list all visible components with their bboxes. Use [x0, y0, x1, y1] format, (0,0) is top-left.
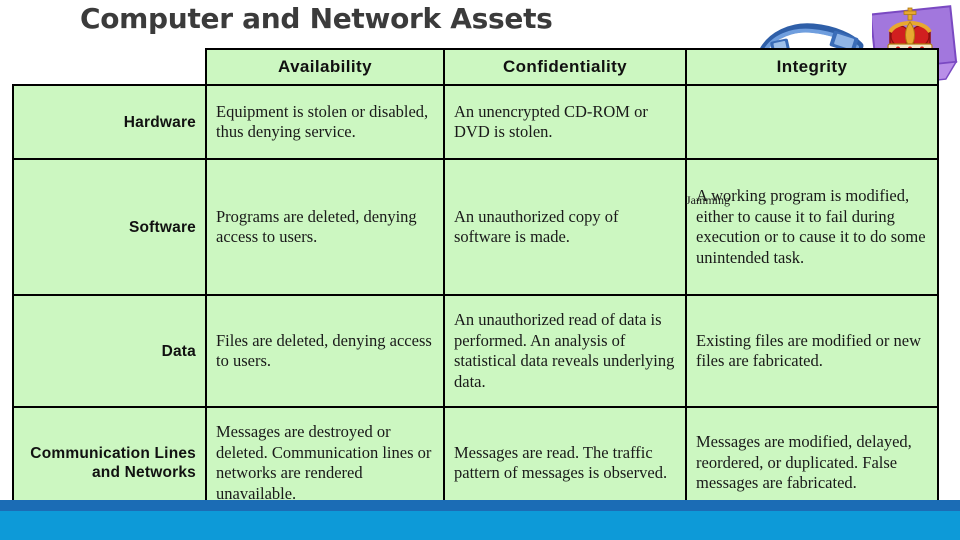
column-header-confidentiality: Confidentiality	[443, 48, 687, 86]
footer-bar	[0, 511, 960, 540]
cell-hardware-availability: Equipment is stolen or disabled, thus de…	[205, 84, 445, 160]
footer-accent-bar	[0, 500, 960, 511]
row-header-data: Data	[12, 294, 207, 408]
cell-hardware-confidentiality: An unencrypted CD-ROM or DVD is stolen.	[443, 84, 687, 160]
cell-data-availability: Files are deleted, denying access to use…	[205, 294, 445, 408]
table-body: Hardware Equipment is stolen or disabled…	[12, 84, 939, 520]
cell-data-confidentiality: An unauthorized read of data is performe…	[443, 294, 687, 408]
cell-software-availability: Programs are deleted, denying access to …	[205, 158, 445, 296]
jamming-annotation: Jamming	[686, 193, 730, 207]
table-row: Data Files are deleted, denying access t…	[12, 294, 939, 408]
column-header-integrity: Integrity	[685, 48, 939, 86]
table-corner-cell	[13, 49, 206, 85]
row-header-hardware: Hardware	[12, 84, 207, 160]
row-header-software: Software	[12, 158, 207, 296]
cell-software-confidentiality: An unauthorized copy of software is made…	[443, 158, 687, 296]
cell-software-integrity: A working program is modified, either to…	[685, 158, 939, 296]
cell-hardware-integrity	[685, 84, 939, 160]
table-header: Availability Confidentiality Integrity	[13, 48, 939, 86]
table-row: Software Programs are deleted, denying a…	[12, 158, 939, 296]
table-header-row: Availability Confidentiality Integrity	[13, 48, 939, 86]
column-header-availability: Availability	[205, 48, 445, 86]
page-title: Computer and Network Assets	[80, 2, 553, 35]
computer-network-assets-table: Availability Confidentiality Integrity H…	[12, 48, 939, 520]
table-row: Hardware Equipment is stolen or disabled…	[12, 84, 939, 160]
cell-data-integrity: Existing files are modified or new files…	[685, 294, 939, 408]
